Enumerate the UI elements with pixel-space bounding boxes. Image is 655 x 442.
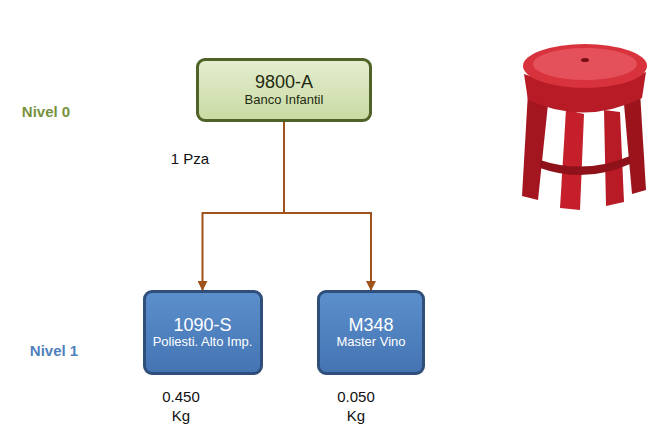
stool-leg bbox=[624, 92, 646, 194]
stool-leg bbox=[560, 110, 584, 210]
stool-hole bbox=[581, 58, 589, 62]
stool-seat bbox=[523, 44, 647, 88]
component-box: 1090-SPoliesti. Alto Imp. bbox=[143, 290, 263, 375]
part-description: Poliesti. Alto Imp. bbox=[153, 335, 253, 350]
quantity-label: 0.050 Kg bbox=[327, 388, 385, 426]
stool-figure bbox=[522, 44, 647, 210]
part-code: 1090-S bbox=[173, 315, 231, 336]
level-label: Nivel 0 bbox=[6, 103, 86, 122]
component-box: M348Master Vino bbox=[317, 290, 425, 375]
part-code: 9800-A bbox=[255, 72, 313, 93]
connector bbox=[203, 122, 285, 290]
parent-box: 9800-ABanco Infantil bbox=[196, 58, 372, 122]
quantity-label: 0.450 Kg bbox=[152, 388, 210, 426]
quantity-label: 1 Pza bbox=[160, 150, 220, 169]
part-code: M348 bbox=[348, 315, 393, 336]
connector bbox=[284, 122, 371, 290]
stool-leg bbox=[522, 92, 548, 200]
stool-brace bbox=[540, 156, 630, 175]
part-description: Banco Infantil bbox=[245, 93, 324, 108]
stool-leg bbox=[604, 110, 624, 206]
level-label: Nivel 1 bbox=[14, 342, 94, 361]
part-description: Master Vino bbox=[336, 335, 405, 350]
stool-seat-top bbox=[533, 48, 637, 80]
